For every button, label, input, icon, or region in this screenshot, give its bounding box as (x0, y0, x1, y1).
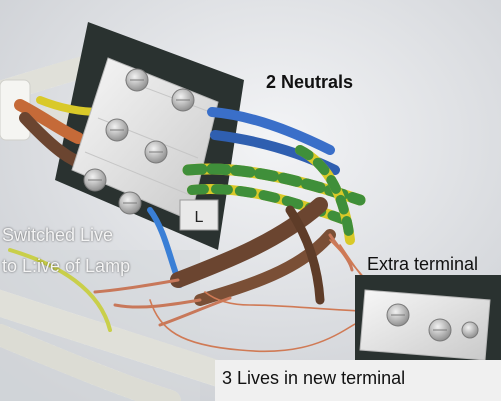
lower-label-backdrop (215, 360, 501, 401)
switched-live-label-line2: to L:ive of Lamp (2, 256, 131, 276)
switched-live-label-line1: Switched Live (2, 225, 114, 245)
extra-terminal-label: Extra terminal (367, 254, 479, 274)
earth-wires (182, 145, 366, 245)
lives-new-terminal-label: 3 Lives in new terminal (222, 368, 406, 388)
neutrals-label: 2 Neutrals (266, 72, 354, 92)
terminal-screws (83, 68, 195, 215)
live-marker-letter: L (195, 209, 204, 226)
live-marker-plate (179, 199, 219, 231)
live-wires (170, 197, 336, 306)
extra-terminal-block (355, 275, 501, 367)
